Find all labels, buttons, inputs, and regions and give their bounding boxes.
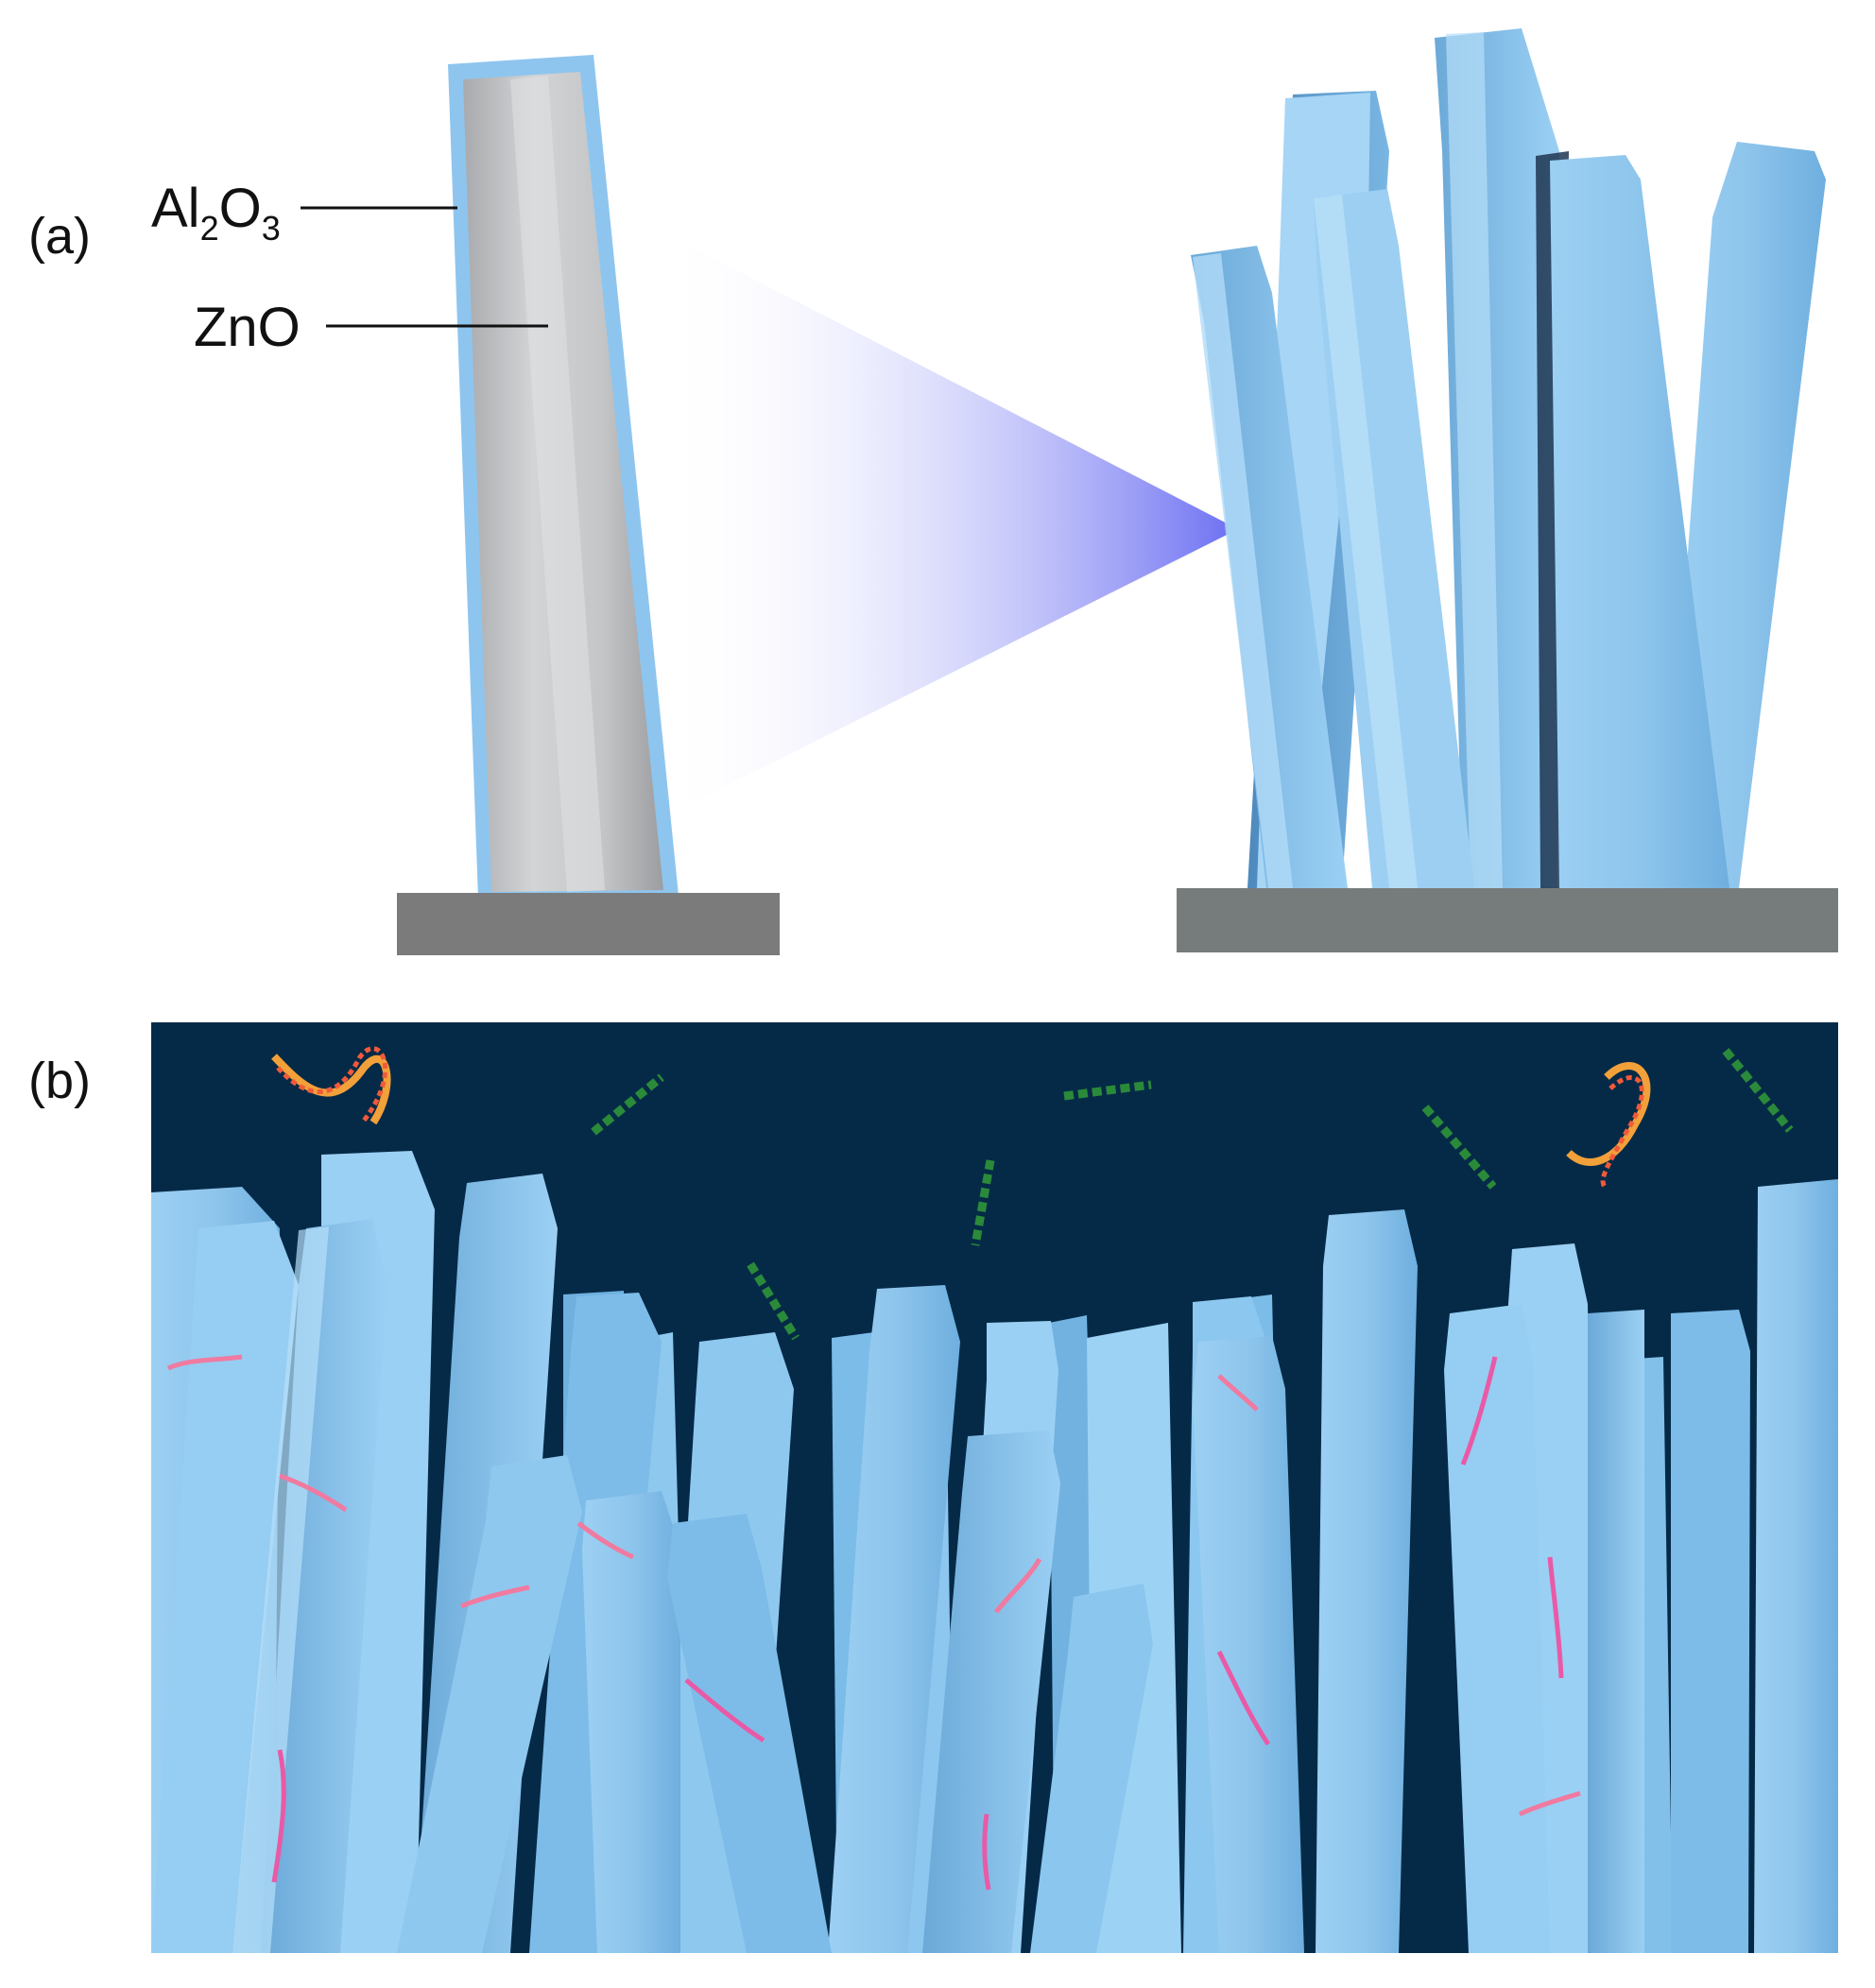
- nanorod-forest: [151, 1151, 1838, 1953]
- double-helix-icon: [1566, 1062, 1651, 1166]
- nanorod-cluster: [1191, 28, 1826, 888]
- single-strand-probe-icon: [1518, 1791, 1581, 1817]
- panel-a: (a) Al2O3 ZnO: [28, 28, 1838, 955]
- single-nanorod: [448, 55, 679, 900]
- al2o3-callout: Al2O3: [151, 178, 457, 248]
- substrate-right: [1177, 888, 1838, 952]
- single-strand-probe-icon: [576, 1521, 635, 1560]
- zno-callout: ZnO: [194, 297, 548, 358]
- forest-rod: [1316, 1209, 1418, 1953]
- double-helix-icon: [971, 1159, 995, 1246]
- cluster-rod: [1550, 155, 1729, 888]
- panel-b: (b): [28, 1022, 1838, 1953]
- forest-rod: [582, 1491, 680, 1953]
- cluster-rod: [1193, 253, 1293, 888]
- single-strand-probe-icon: [166, 1354, 243, 1371]
- forest-rod: [1754, 1179, 1838, 1953]
- double-helix-icon: [1421, 1105, 1497, 1190]
- double-helix-icon: [1063, 1080, 1152, 1101]
- magnification-beam: [662, 231, 1238, 813]
- double-helix-icon: [276, 1046, 388, 1123]
- al2o3-label: Al2O3: [151, 178, 281, 248]
- panel-a-label: (a): [28, 208, 91, 265]
- forest-rod: [922, 1431, 1060, 1953]
- forest-rod: [828, 1285, 960, 1953]
- double-helix-icon: [271, 1054, 391, 1125]
- single-strand-probe-icon: [460, 1585, 530, 1609]
- single-strand-probe-icon: [982, 1813, 991, 1891]
- forest-rod: [1588, 1310, 1644, 1953]
- zno-core-facet: [510, 76, 605, 892]
- forest-rod: [1444, 1304, 1550, 1953]
- bound-probe-group: [166, 1354, 1581, 1891]
- double-helix-icon: [591, 1073, 664, 1136]
- single-strand-probe-icon: [279, 1473, 348, 1513]
- single-strand-probe-icon: [1217, 1374, 1259, 1412]
- cluster-rod: [1446, 32, 1503, 888]
- single-strand-probe-icon: [1460, 1356, 1498, 1465]
- panel-b-label: (b): [28, 1053, 91, 1109]
- single-strand-probe-icon: [1547, 1556, 1564, 1679]
- forest-rod: [232, 1226, 329, 1953]
- forest-rod: [151, 1221, 299, 1953]
- forest-rod: [1193, 1336, 1304, 1953]
- zno-label: ZnO: [194, 297, 301, 358]
- double-helix-icon: [747, 1261, 800, 1341]
- forest-rod: [397, 1455, 582, 1953]
- single-strand-probe-icon: [684, 1678, 765, 1743]
- substrate-left: [397, 893, 780, 955]
- free-dna-group: [271, 1046, 1794, 1341]
- single-strand-probe-icon: [271, 1749, 286, 1883]
- forest-rod: [1030, 1584, 1153, 1953]
- single-strand-probe-icon: [994, 1557, 1042, 1614]
- double-helix-icon: [1600, 1075, 1644, 1191]
- forest-rod: [1671, 1310, 1750, 1953]
- double-helix-icon: [1722, 1048, 1794, 1133]
- single-strand-probe-icon: [1216, 1650, 1271, 1746]
- cluster-rod: [1314, 195, 1418, 888]
